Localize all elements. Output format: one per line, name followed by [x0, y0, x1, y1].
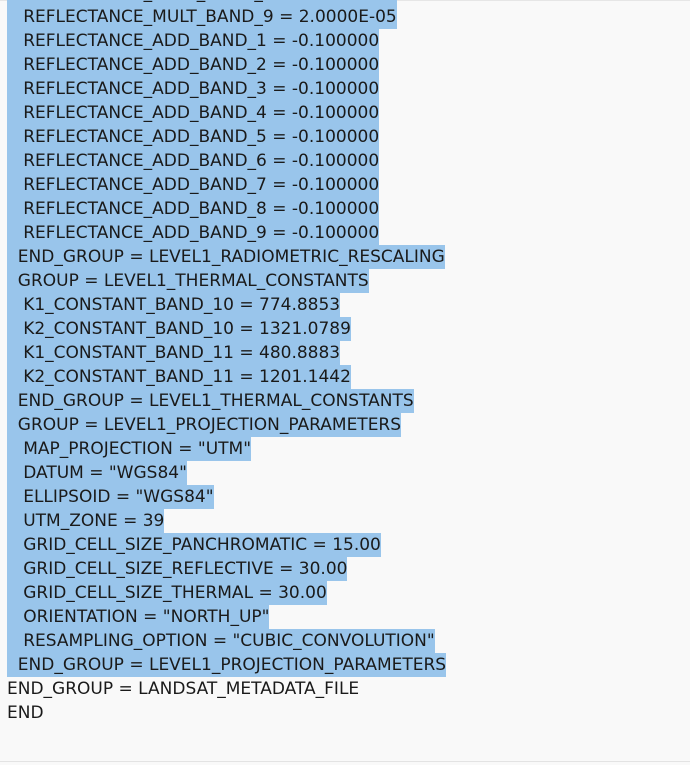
text-line[interactable]: RESAMPLING_OPTION = "CUBIC_CONVOLUTION" [0, 629, 446, 653]
line-text: GROUP = LEVEL1_THERMAL_CONSTANTS [7, 269, 369, 293]
text-line[interactable]: REFLECTANCE_MULT_BAND_9 = 2.0000E-05 [0, 5, 446, 29]
line-text: K2_CONSTANT_BAND_11 = 1201.1442 [7, 365, 351, 389]
line-text: UTM_ZONE = 39 [7, 509, 165, 533]
text-line[interactable]: K1_CONSTANT_BAND_10 = 774.8853 [0, 293, 446, 317]
line-text: REFLECTANCE_ADD_BAND_2 = -0.100000 [7, 53, 380, 77]
line-text: END_GROUP = LANDSAT_METADATA_FILE [7, 679, 360, 699]
text-line[interactable]: REFLECTANCE_ADD_BAND_4 = -0.100000 [0, 101, 446, 125]
line-text: END_GROUP = LEVEL1_THERMAL_CONSTANTS [7, 389, 414, 413]
line-text: REFLECTANCE_MULT_BAND_9 = 2.0000E-05 [7, 5, 397, 29]
text-line[interactable]: K1_CONSTANT_BAND_11 = 480.8883 [0, 341, 446, 365]
line-text: ORIENTATION = "NORTH_UP" [7, 605, 270, 629]
text-line[interactable]: ELLIPSOID = "WGS84" [0, 485, 446, 509]
text-line[interactable]: K2_CONSTANT_BAND_11 = 1201.1442 [0, 365, 446, 389]
line-text: END_GROUP = LEVEL1_RADIOMETRIC_RESCALING [7, 245, 445, 269]
line-text: RESAMPLING_OPTION = "CUBIC_CONVOLUTION" [7, 629, 435, 653]
text-line[interactable]: END_GROUP = LANDSAT_METADATA_FILE [0, 677, 446, 701]
line-text: GRID_CELL_SIZE_REFLECTIVE = 30.00 [7, 557, 348, 581]
line-text: MAP_PROJECTION = "UTM" [7, 437, 252, 461]
text-line[interactable]: END [0, 701, 446, 725]
line-text: REFLECTANCE_ADD_BAND_4 = -0.100000 [7, 101, 380, 125]
bottom-divider [0, 761, 690, 762]
text-line[interactable]: K2_CONSTANT_BAND_10 = 1321.0789 [0, 317, 446, 341]
text-content[interactable]: REFLECTANCE_MULT_BAND_8 = 2.0000E-05 REF… [0, 0, 447, 725]
line-text: ELLIPSOID = "WGS84" [7, 485, 214, 509]
line-text: END [7, 703, 44, 723]
text-line[interactable]: END_GROUP = LEVEL1_RADIOMETRIC_RESCALING [0, 245, 446, 269]
line-text: DATUM = "WGS84" [7, 461, 187, 485]
text-line[interactable]: REFLECTANCE_ADD_BAND_8 = -0.100000 [0, 197, 446, 221]
line-text: REFLECTANCE_ADD_BAND_3 = -0.100000 [7, 77, 380, 101]
line-text: GRID_CELL_SIZE_PANCHROMATIC = 15.00 [7, 533, 381, 557]
text-line[interactable]: REFLECTANCE_ADD_BAND_1 = -0.100000 [0, 29, 446, 53]
text-line[interactable]: END_GROUP = LEVEL1_THERMAL_CONSTANTS [0, 389, 446, 413]
line-text: REFLECTANCE_ADD_BAND_5 = -0.100000 [7, 125, 380, 149]
line-text: REFLECTANCE_ADD_BAND_7 = -0.100000 [7, 173, 380, 197]
line-text: GROUP = LEVEL1_PROJECTION_PARAMETERS [7, 413, 402, 437]
line-text: REFLECTANCE_ADD_BAND_8 = -0.100000 [7, 197, 380, 221]
text-line[interactable]: GROUP = LEVEL1_PROJECTION_PARAMETERS [0, 413, 446, 437]
line-text: REFLECTANCE_ADD_BAND_1 = -0.100000 [7, 29, 380, 53]
text-line[interactable]: END_GROUP = LEVEL1_PROJECTION_PARAMETERS [0, 653, 447, 677]
text-line[interactable]: REFLECTANCE_ADD_BAND_2 = -0.100000 [0, 53, 446, 77]
line-text: K1_CONSTANT_BAND_10 = 774.8853 [7, 293, 341, 317]
text-line[interactable]: REFLECTANCE_MULT_BAND_8 = 2.0000E-05 [0, 0, 446, 5]
line-text: K2_CONSTANT_BAND_10 = 1321.0789 [7, 317, 351, 341]
text-line[interactable]: REFLECTANCE_ADD_BAND_7 = -0.100000 [0, 173, 446, 197]
text-line[interactable]: ORIENTATION = "NORTH_UP" [0, 605, 446, 629]
line-text: REFLECTANCE_ADD_BAND_6 = -0.100000 [7, 149, 380, 173]
text-line[interactable]: GROUP = LEVEL1_THERMAL_CONSTANTS [0, 269, 446, 293]
text-line[interactable]: UTM_ZONE = 39 [0, 509, 446, 533]
text-line[interactable]: REFLECTANCE_ADD_BAND_9 = -0.100000 [0, 221, 446, 245]
line-text: REFLECTANCE_ADD_BAND_9 = -0.100000 [7, 221, 380, 245]
line-text: K1_CONSTANT_BAND_11 = 480.8883 [7, 341, 341, 365]
text-line[interactable]: GRID_CELL_SIZE_THERMAL = 30.00 [0, 581, 446, 605]
text-line[interactable]: GRID_CELL_SIZE_REFLECTIVE = 30.00 [0, 557, 446, 581]
line-text: GRID_CELL_SIZE_THERMAL = 30.00 [7, 581, 327, 605]
text-line[interactable]: GRID_CELL_SIZE_PANCHROMATIC = 15.00 [0, 533, 446, 557]
text-line[interactable]: REFLECTANCE_ADD_BAND_3 = -0.100000 [0, 77, 446, 101]
text-line[interactable]: REFLECTANCE_ADD_BAND_6 = -0.100000 [0, 149, 446, 173]
text-line[interactable]: DATUM = "WGS84" [0, 461, 446, 485]
line-text: REFLECTANCE_MULT_BAND_8 = 2.0000E-05 [7, 0, 397, 5]
text-line[interactable]: REFLECTANCE_ADD_BAND_5 = -0.100000 [0, 125, 446, 149]
text-line[interactable]: MAP_PROJECTION = "UTM" [0, 437, 446, 461]
line-text: END_GROUP = LEVEL1_PROJECTION_PARAMETERS [7, 653, 447, 677]
